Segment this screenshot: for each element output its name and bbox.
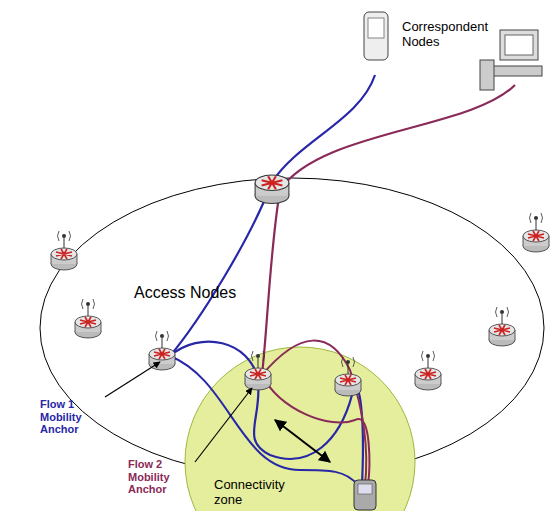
callout-label: Flow 2 Mobility Anchor (128, 458, 198, 496)
group-label: Access Nodes (134, 284, 254, 302)
group-label: Correspondent Nodes (402, 20, 502, 50)
connectivity-zone: Connectivity zone (214, 477, 304, 507)
zone-label: Connectivity zone (214, 477, 304, 507)
callout-label: Flow 1 Mobility Anchor (40, 398, 110, 436)
